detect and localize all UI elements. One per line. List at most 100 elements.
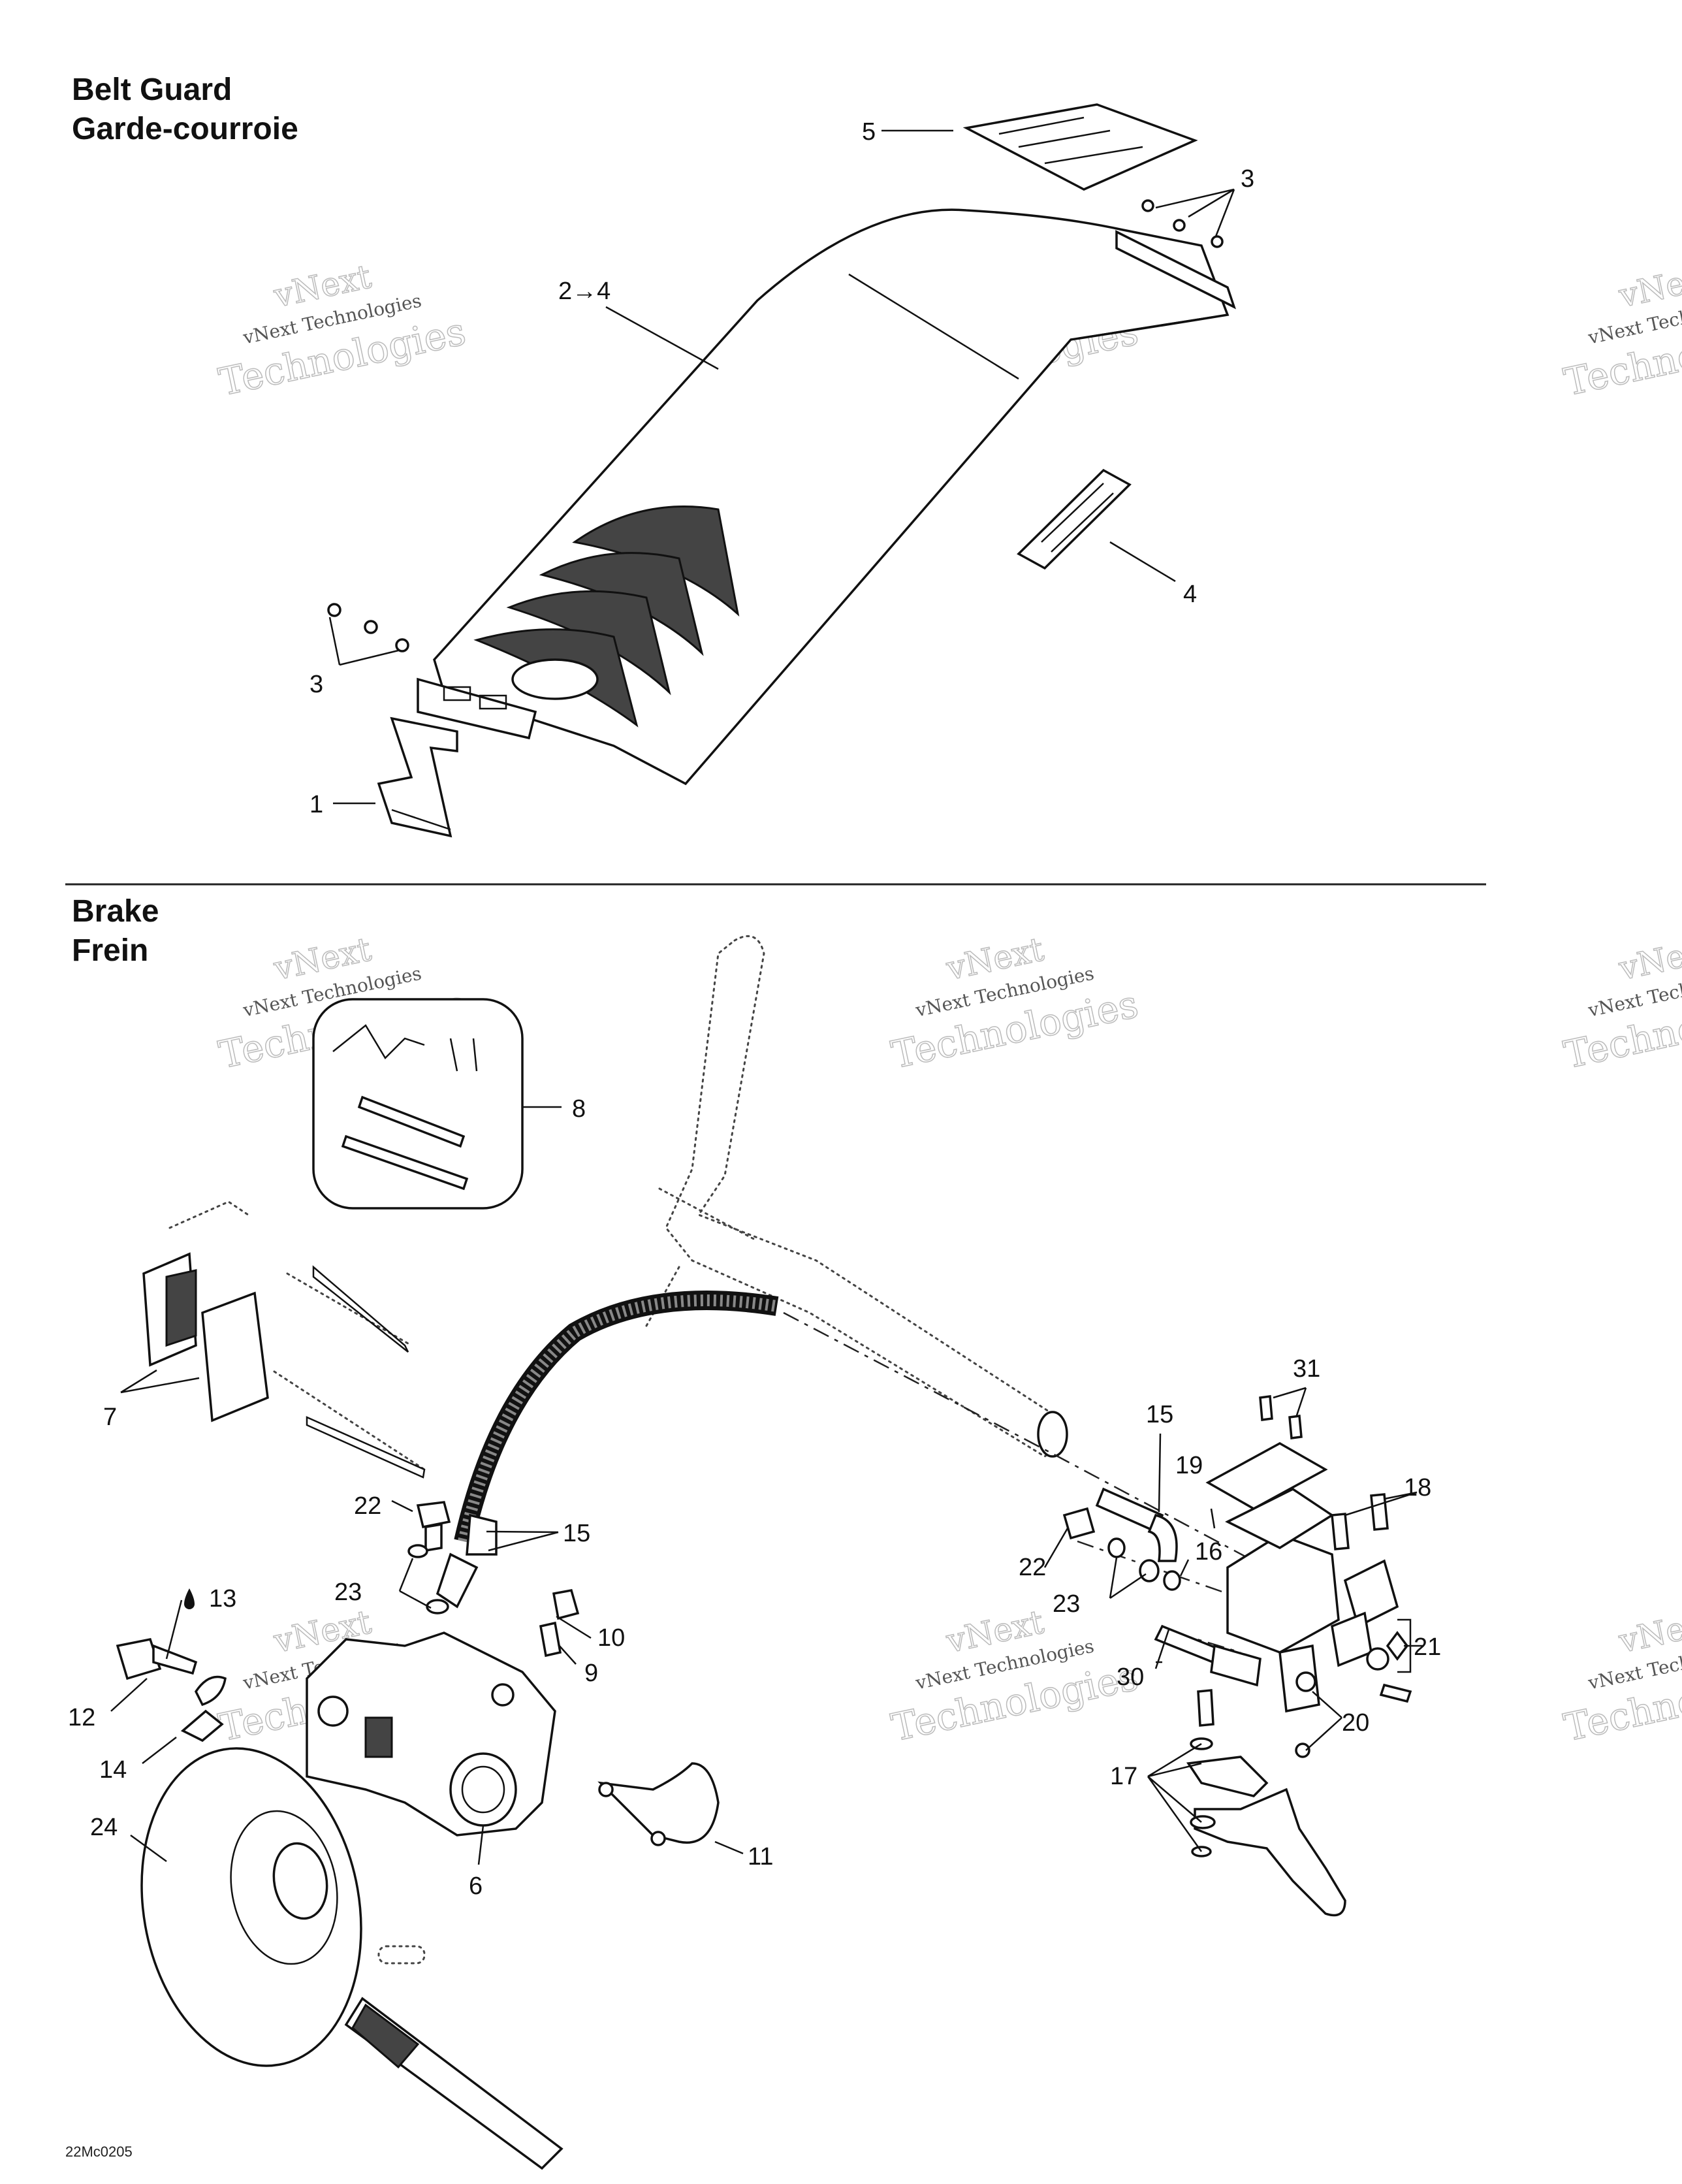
callout-5: 5: [862, 118, 876, 146]
part-3-nut: [1211, 235, 1224, 248]
pad-pin: [306, 1416, 426, 1479]
part-11-nut: [598, 1782, 614, 1797]
part-18-screw: [1331, 1513, 1350, 1550]
brake-lever: [1194, 1788, 1346, 1917]
part-17-pivot-bolt: [1197, 1689, 1214, 1727]
part-22-banjo-bolt: [416, 1501, 451, 1529]
part-30-piston: [1210, 1644, 1262, 1687]
part-14-clip-top: [194, 1675, 227, 1707]
belt-guard-group: [327, 103, 1236, 838]
part-14-clip: [180, 1709, 224, 1742]
part-22-bolt-shank: [424, 1522, 443, 1552]
watermark: vNext vNext Technologies Technologies: [887, 1602, 1143, 1750]
belt-guard-lens: [511, 658, 599, 700]
part-8-pins: [449, 1038, 478, 1072]
shaft-key: [377, 1945, 426, 1965]
callout-3-left: 3: [309, 671, 323, 698]
callout-6: 6: [469, 1872, 483, 1900]
belt-guard-title: Belt Guard Garde-courroie: [72, 71, 298, 149]
watermark-top: vNext: [1615, 257, 1682, 315]
part-11-nut: [650, 1831, 666, 1846]
watermark: vNext vNext Technologies Technologies: [1560, 929, 1682, 1078]
part-3-nut: [395, 638, 409, 652]
belt-guard-title-fr: Garde-courroie: [72, 112, 298, 146]
callout-4: 4: [1183, 581, 1197, 608]
belt-guard-tab: [417, 677, 537, 740]
caliper-piston-inner: [461, 1765, 505, 1814]
part-15-fitting: [1147, 1513, 1178, 1562]
part-18-screw: [1370, 1493, 1389, 1531]
callout-21: 21: [1414, 1633, 1441, 1661]
callout-9: 9: [584, 1660, 598, 1687]
part-20-bushing: [1295, 1671, 1316, 1692]
caliper-piston: [449, 1752, 517, 1827]
belt-guard-slot: [443, 686, 471, 701]
part-24-brake-disc: [140, 1747, 362, 2067]
part-11-brake-tube: [597, 1762, 720, 1844]
belt-guard-vents: [473, 506, 740, 728]
drive-shaft-spline: [351, 2003, 420, 2069]
callout-10: 10: [597, 1624, 625, 1652]
belt-guard-slot: [479, 694, 507, 710]
part-5-decal: [962, 103, 1198, 191]
part-17-parking-lever: [1186, 1756, 1269, 1797]
brake-hose: [454, 1291, 779, 1544]
callout-8: 8: [572, 1095, 586, 1123]
belt-guard-edge: [685, 313, 1228, 784]
watermark: vNext vNext Technologies Technologies: [1560, 257, 1682, 405]
callout-15-right: 15: [1146, 1401, 1173, 1428]
callout-11: 11: [748, 1843, 773, 1871]
brake-hose-texture: [458, 1294, 778, 1543]
part-8-rod: [341, 1134, 469, 1191]
part-8-spring: [332, 1024, 425, 1060]
part-8-rod: [357, 1095, 466, 1148]
part-31-screw: [1288, 1415, 1303, 1439]
part-7-pad: [201, 1291, 269, 1422]
belt-guard-title-en: Belt Guard: [72, 72, 232, 107]
part-23-washer: [1107, 1537, 1126, 1558]
part-3-nut: [364, 620, 378, 634]
part-8-kit-box: [312, 998, 524, 1210]
part-23-washer: [407, 1544, 428, 1558]
part-17-washer: [1190, 1815, 1216, 1829]
caliper-mount-hole: [317, 1695, 349, 1727]
part-22-banjo-bolt: [1062, 1507, 1096, 1540]
part-10-bleeder-cap: [552, 1588, 580, 1620]
handlebar-end: [1037, 1411, 1068, 1458]
part-12-bolt-shank: [152, 1644, 198, 1675]
belt-guard-rod: [1115, 230, 1236, 310]
part-20-pin: [1379, 1683, 1412, 1703]
callout-15-left: 15: [563, 1520, 590, 1547]
part-21-switch: [1366, 1647, 1389, 1671]
callout-23-right: 23: [1053, 1590, 1080, 1618]
part-3-nut: [1173, 219, 1186, 232]
part-7-pad-lining: [165, 1269, 197, 1347]
part-1-bracket-edge: [391, 809, 451, 831]
belt-guard-fold-line: [848, 273, 1019, 380]
part-9-bleeder-screw: [539, 1621, 562, 1658]
brake-title-en: Brake: [72, 894, 159, 929]
brake-leaders: [110, 1106, 1423, 1865]
watermark-top: vNext: [1615, 1603, 1682, 1660]
pad-pin: [312, 1265, 409, 1353]
part-4-label: [1017, 468, 1132, 570]
callout-13: 13: [209, 1585, 236, 1613]
watermark-top: vNext: [1615, 930, 1682, 988]
caliper-slot: [364, 1716, 393, 1758]
watermark: vNext vNext Technologies Technologies: [215, 257, 470, 405]
brake-disc-hub: [230, 1810, 338, 1965]
drawing-code: 22Mc0205: [65, 2144, 133, 2160]
part-5-decal-lines: [998, 116, 1143, 165]
brake-title: Brake Frein: [72, 892, 159, 971]
part-12-bolt-head: [116, 1637, 162, 1680]
callout-12: 12: [68, 1704, 95, 1731]
caliper-port: [491, 1683, 515, 1707]
callout-19: 19: [1175, 1452, 1203, 1479]
hose-banjo: [436, 1552, 479, 1609]
belt-guard-leaders: [328, 129, 1235, 805]
assembly-axis: [783, 1311, 1254, 1562]
callout-2: 2→4: [558, 278, 611, 305]
part-23-washer: [1163, 1570, 1181, 1591]
part-6-caliper: [306, 1631, 556, 1837]
